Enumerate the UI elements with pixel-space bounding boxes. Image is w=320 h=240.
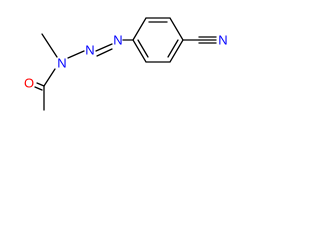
atom-labels: N N N O N [24, 33, 228, 91]
atom-n-nitrile: N [218, 33, 227, 48]
bond-n-carbonyl-c [43, 68, 56, 87]
bond-n-n-double-b [96, 48, 113, 57]
bond-methyl-n [41, 33, 58, 58]
bond-n-n-double-a [95, 43, 113, 52]
ring-double-3 [137, 39, 149, 58]
atom-n-middle: N [85, 43, 94, 58]
benzene-ring [132, 17, 184, 63]
bond-n-n-single [67, 50, 85, 59]
bond-carbonyl-double-b [34, 86, 43, 91]
bonds [34, 17, 217, 111]
atom-n-amide: N [57, 56, 66, 71]
atom-o-carbonyl: O [24, 76, 34, 91]
molecule-diagram: N N N O N [24, 17, 228, 111]
structure-canvas: N N N O N [0, 0, 248, 124]
ring-double-2 [167, 39, 179, 58]
atom-n-aryl: N [113, 33, 122, 48]
bond-carbonyl-double-a [36, 82, 45, 87]
